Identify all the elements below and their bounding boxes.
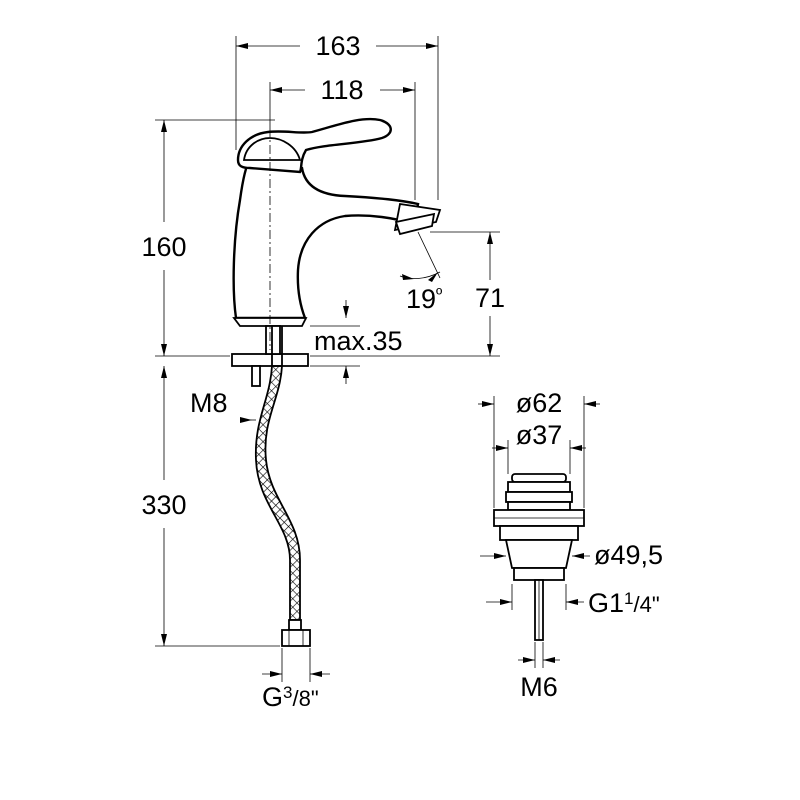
dim-height-faucet: 160 [141,232,186,262]
waste-dimensions: ø62 ø37 ø49,5 G11/4" M6 [478,388,663,702]
waste-valve-drawing [493,473,585,641]
dim-waste-inner: ø37 [516,420,563,450]
dim-waste-body: ø49,5 [594,540,663,570]
mounting-plate [231,353,309,367]
faucet-dimensions: 163 118 160 71 19º [141,31,505,712]
dim-angle: 19º [406,284,442,314]
hose-nut [281,629,311,647]
dim-width-total: 163 [315,31,360,61]
dim-waste-outer: ø62 [516,388,563,418]
lever-cap [242,137,302,161]
mounting-stud [251,365,261,387]
dim-waste-thread: G11/4" [588,588,660,618]
dim-hose-length: 330 [141,490,186,520]
dim-max-thickness: max.35 [314,326,403,356]
faucet-body [232,158,420,320]
dim-waste-rod: M6 [520,672,558,702]
waste-plug-cap [511,473,567,483]
dim-width-spout: 118 [320,75,363,105]
dim-height-spout: 71 [475,283,505,313]
faucet-drawing [231,117,442,647]
waste-body [504,539,574,569]
dim-hose-thread: G3/8" [262,682,319,712]
flexible-hose [255,365,301,621]
dim-stud-thread: M8 [190,388,228,418]
